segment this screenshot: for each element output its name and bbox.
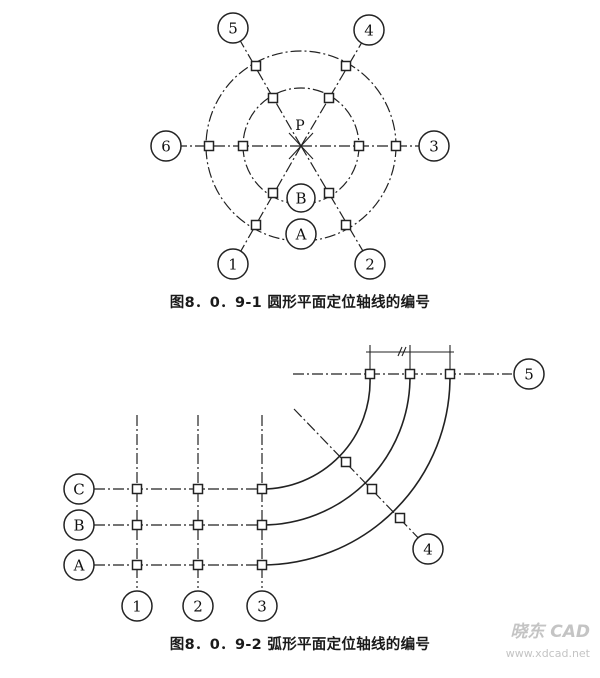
radial-axis-5 [233,29,302,147]
svg-text:3: 3 [257,598,267,616]
svg-text:3: 3 [429,138,439,156]
watermark-url: www.xdcad.net [505,647,590,660]
row-bubble-b: B [63,509,95,541]
center-cross-marker [288,132,314,160]
column-nodes [203,60,402,231]
svg-text:B: B [73,517,84,535]
svg-text:5: 5 [524,366,534,384]
arc-plan-diagram: A B C 1 2 3 4 5 [63,345,545,622]
radial-axis-4-line [293,408,429,549]
figure-2-caption: 图8．0．9-2 弧形平面定位轴线的编号 [169,637,431,653]
svg-text:A: A [73,557,85,575]
svg-text:5: 5 [228,20,238,38]
axis-bubble-1: 1 [217,248,249,280]
row-bubble-a: A [63,549,95,581]
arc-axis-a [261,376,451,566]
arc-axis-c [261,376,371,490]
svg-text:1: 1 [132,598,142,616]
svg-text:A: A [295,226,307,244]
circular-plan-diagram: 1 2 3 4 5 6 A B P [150,12,450,280]
svg-text:4: 4 [364,22,374,40]
svg-text:C: C [73,481,84,499]
arc-axis-b [261,376,411,526]
svg-text:2: 2 [193,598,203,616]
radial-axis-2 [300,145,371,264]
svg-text:6: 6 [161,138,171,156]
center-point-label: P [295,118,304,134]
svg-text:1: 1 [228,256,238,274]
row-bubble-c: C [63,473,95,505]
ring-bubble-a: A [285,218,317,250]
svg-text:2: 2 [365,256,375,274]
axis-bubble-6: 6 [150,130,182,162]
column-bubble-2: 2 [182,590,214,622]
radial-axis-1 [233,145,302,264]
column-nodes [131,368,456,571]
watermark-brand: 晓东 CAD [510,622,590,642]
axis-bubble-2: 2 [354,248,386,280]
ring-bubble-b: B [286,183,316,213]
column-bubble-3: 3 [246,590,278,622]
axis-bubble-4: 4 [353,14,385,46]
radial-bubble-5: 5 [513,358,545,390]
radial-axis-4 [300,31,369,147]
svg-text:4: 4 [423,541,433,559]
figure-1-caption: 图8．0．9-1 圆形平面定位轴线的编号 [169,295,431,311]
radial-bubble-4: 4 [412,533,444,565]
column-bubble-1: 1 [121,590,153,622]
svg-text:B: B [295,190,306,208]
axis-bubble-5: 5 [217,12,249,44]
axis-bubble-3: 3 [418,130,450,162]
